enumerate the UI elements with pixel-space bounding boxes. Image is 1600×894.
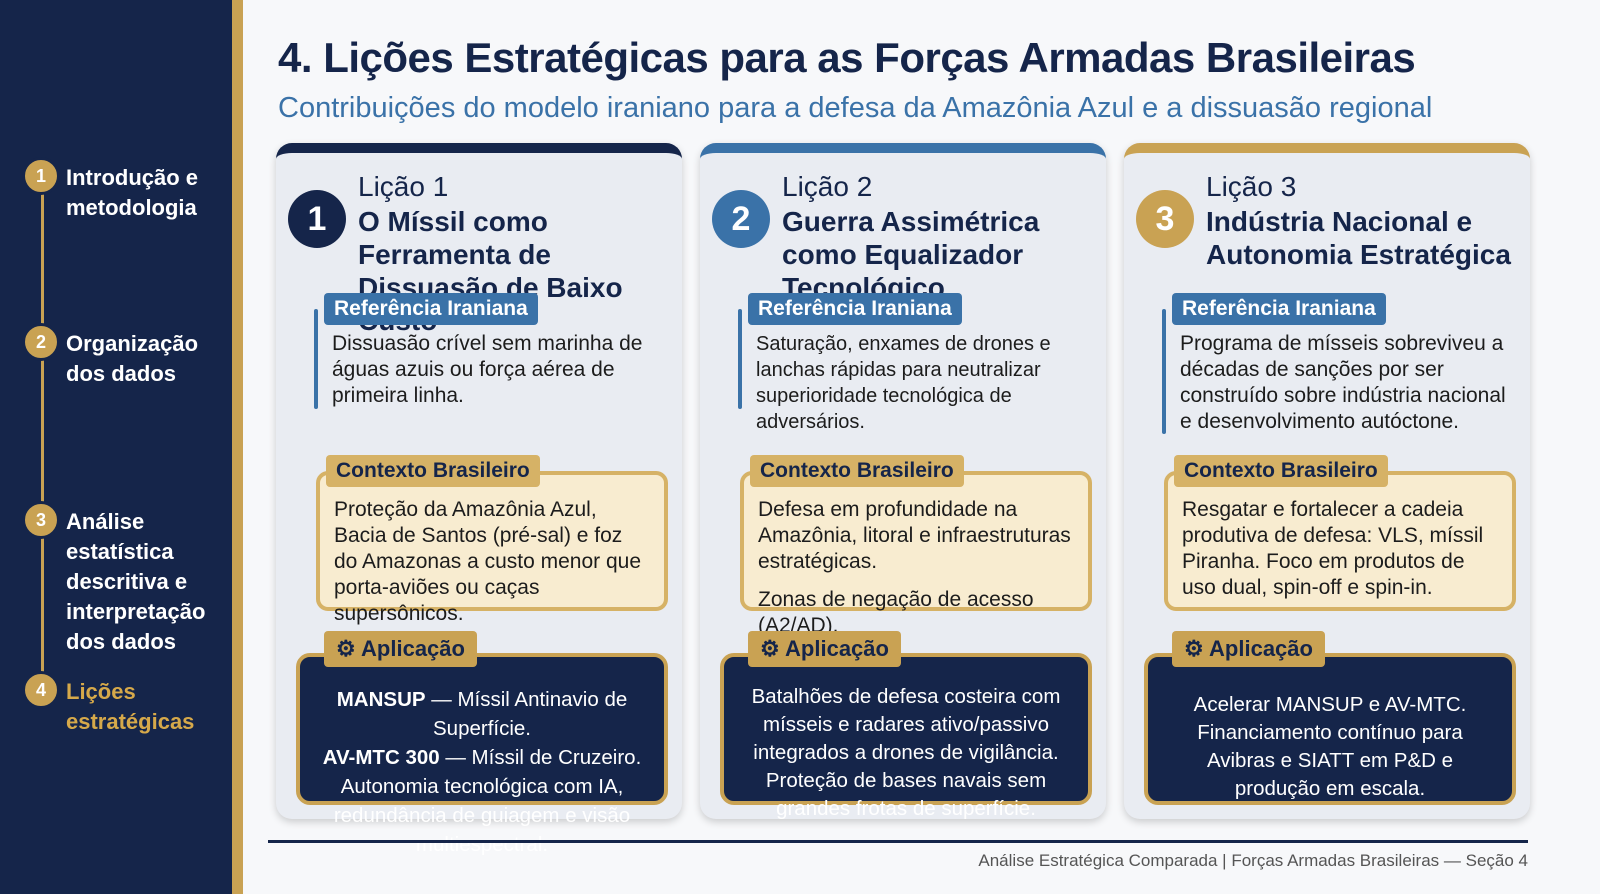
sidebar-item-label: Organização dos dados bbox=[66, 331, 199, 386]
context-tag: Contexto Brasileiro bbox=[750, 455, 964, 487]
application-tag: ⚙ Aplicação bbox=[1172, 631, 1325, 667]
lesson-title: O Míssil como Ferramenta de Dissuasão de… bbox=[358, 206, 623, 336]
context-tag: Contexto Brasileiro bbox=[326, 455, 540, 487]
application-tag: ⚙ Aplicação bbox=[324, 631, 477, 667]
step-badge: 4 bbox=[22, 671, 60, 709]
gear-icon: ⚙ bbox=[336, 636, 356, 661]
step-badge: 3 bbox=[22, 501, 60, 539]
application-box: ⚙ Aplicação MANSUP — Míssil Antinavio de… bbox=[296, 631, 668, 856]
gear-icon: ⚙ bbox=[760, 636, 780, 661]
application-tag: ⚙ Aplicação bbox=[748, 631, 901, 667]
accent-bar bbox=[738, 309, 742, 409]
lesson-card-1: 1 Lição 1 O Míssil como Ferramenta de Di… bbox=[276, 143, 682, 856]
app-text-3: Autonomia tecnológica com IA, redundânci… bbox=[333, 775, 631, 856]
accent-bar bbox=[1162, 309, 1166, 434]
lesson-label: Lição 3 bbox=[1206, 171, 1297, 202]
lesson-number-badge: 1 bbox=[288, 190, 346, 248]
context-text: Proteção da Amazônia Azul, Bacia de Sant… bbox=[334, 498, 642, 625]
lesson-card-2: 2 Lição 2 Guerra Assimétrica como Equali… bbox=[700, 143, 1106, 820]
application-label: Aplicação bbox=[361, 636, 465, 661]
context-text: Defesa em profundidade na Amazônia, lito… bbox=[758, 498, 1071, 573]
step-badge: 1 bbox=[22, 157, 60, 195]
application-label: Aplicação bbox=[785, 636, 889, 661]
application-text: Acelerar MANSUP e AV-MTC. Financiamento … bbox=[1193, 693, 1467, 800]
reference-tag: Referência Iraniana bbox=[748, 293, 962, 325]
application-text: Batalhões de defesa costeira com mísseis… bbox=[751, 685, 1061, 820]
footer-divider bbox=[268, 840, 1528, 843]
page-title: 4. Lições Estratégicas para as Forças Ar… bbox=[278, 34, 1416, 81]
application-box: ⚙ Aplicação Acelerar MANSUP e AV-MTC. Fi… bbox=[1144, 631, 1516, 805]
sidebar bbox=[0, 0, 232, 894]
timeline-line bbox=[41, 180, 44, 695]
application-label: Aplicação bbox=[1209, 636, 1313, 661]
footer-text: Análise Estratégica Comparada | Forças A… bbox=[978, 851, 1528, 870]
accent-bar bbox=[314, 309, 318, 409]
app-text-1: — Míssil Antinavio de Superfície. bbox=[425, 688, 628, 740]
reference-tag: Referência Iraniana bbox=[1172, 293, 1386, 325]
lesson-title: Guerra Assimétrica como Equalizador Tecn… bbox=[782, 206, 1040, 303]
reference-tag: Referência Iraniana bbox=[324, 293, 538, 325]
lesson-title: Indústria Nacional e Autonomia Estratégi… bbox=[1206, 206, 1511, 270]
context-text: Resgatar e fortalecer a cadeia produtiva… bbox=[1182, 498, 1484, 599]
reference-text: Programa de mísseis sobreviveu a décadas… bbox=[1180, 332, 1506, 433]
context-text-2: Zonas de negação de acesso (A2/AD). bbox=[758, 588, 1034, 637]
reference-text: Saturação, enxames de drones e lanchas r… bbox=[756, 333, 1051, 433]
lesson-label: Lição 1 bbox=[358, 171, 449, 202]
context-tag: Contexto Brasileiro bbox=[1174, 455, 1388, 487]
gear-icon: ⚙ bbox=[1184, 636, 1204, 661]
application-text: MANSUP — Míssil Antinavio de Superfície.… bbox=[300, 657, 664, 859]
lesson-number-badge: 3 bbox=[1136, 190, 1194, 248]
sidebar-item-label: Análise estatística descritiva e interpr… bbox=[66, 509, 206, 654]
reference-text: Dissuasão crível sem marinha de águas az… bbox=[332, 332, 643, 407]
sidebar-item-label: Introdução e metodologia bbox=[66, 165, 199, 220]
app-bold-1: MANSUP bbox=[336, 688, 426, 711]
step-badge: 2 bbox=[22, 323, 60, 361]
sidebar-accent bbox=[232, 0, 243, 894]
application-box: ⚙ Aplicação Batalhões de defesa costeira… bbox=[720, 631, 1092, 820]
page-subtitle: Contribuições do modelo iraniano para a … bbox=[278, 92, 1433, 124]
lesson-number-badge: 2 bbox=[712, 190, 770, 248]
app-text-2: — Míssil de Cruzeiro. bbox=[439, 746, 642, 769]
app-bold-2: AV-MTC 300 bbox=[322, 746, 440, 769]
lesson-label: Lição 2 bbox=[782, 171, 873, 202]
sidebar-item-label: Lições estratégicas bbox=[66, 679, 195, 734]
lesson-card-3: 3 Lição 3 Indústria Nacional e Autonomia… bbox=[1124, 143, 1530, 819]
